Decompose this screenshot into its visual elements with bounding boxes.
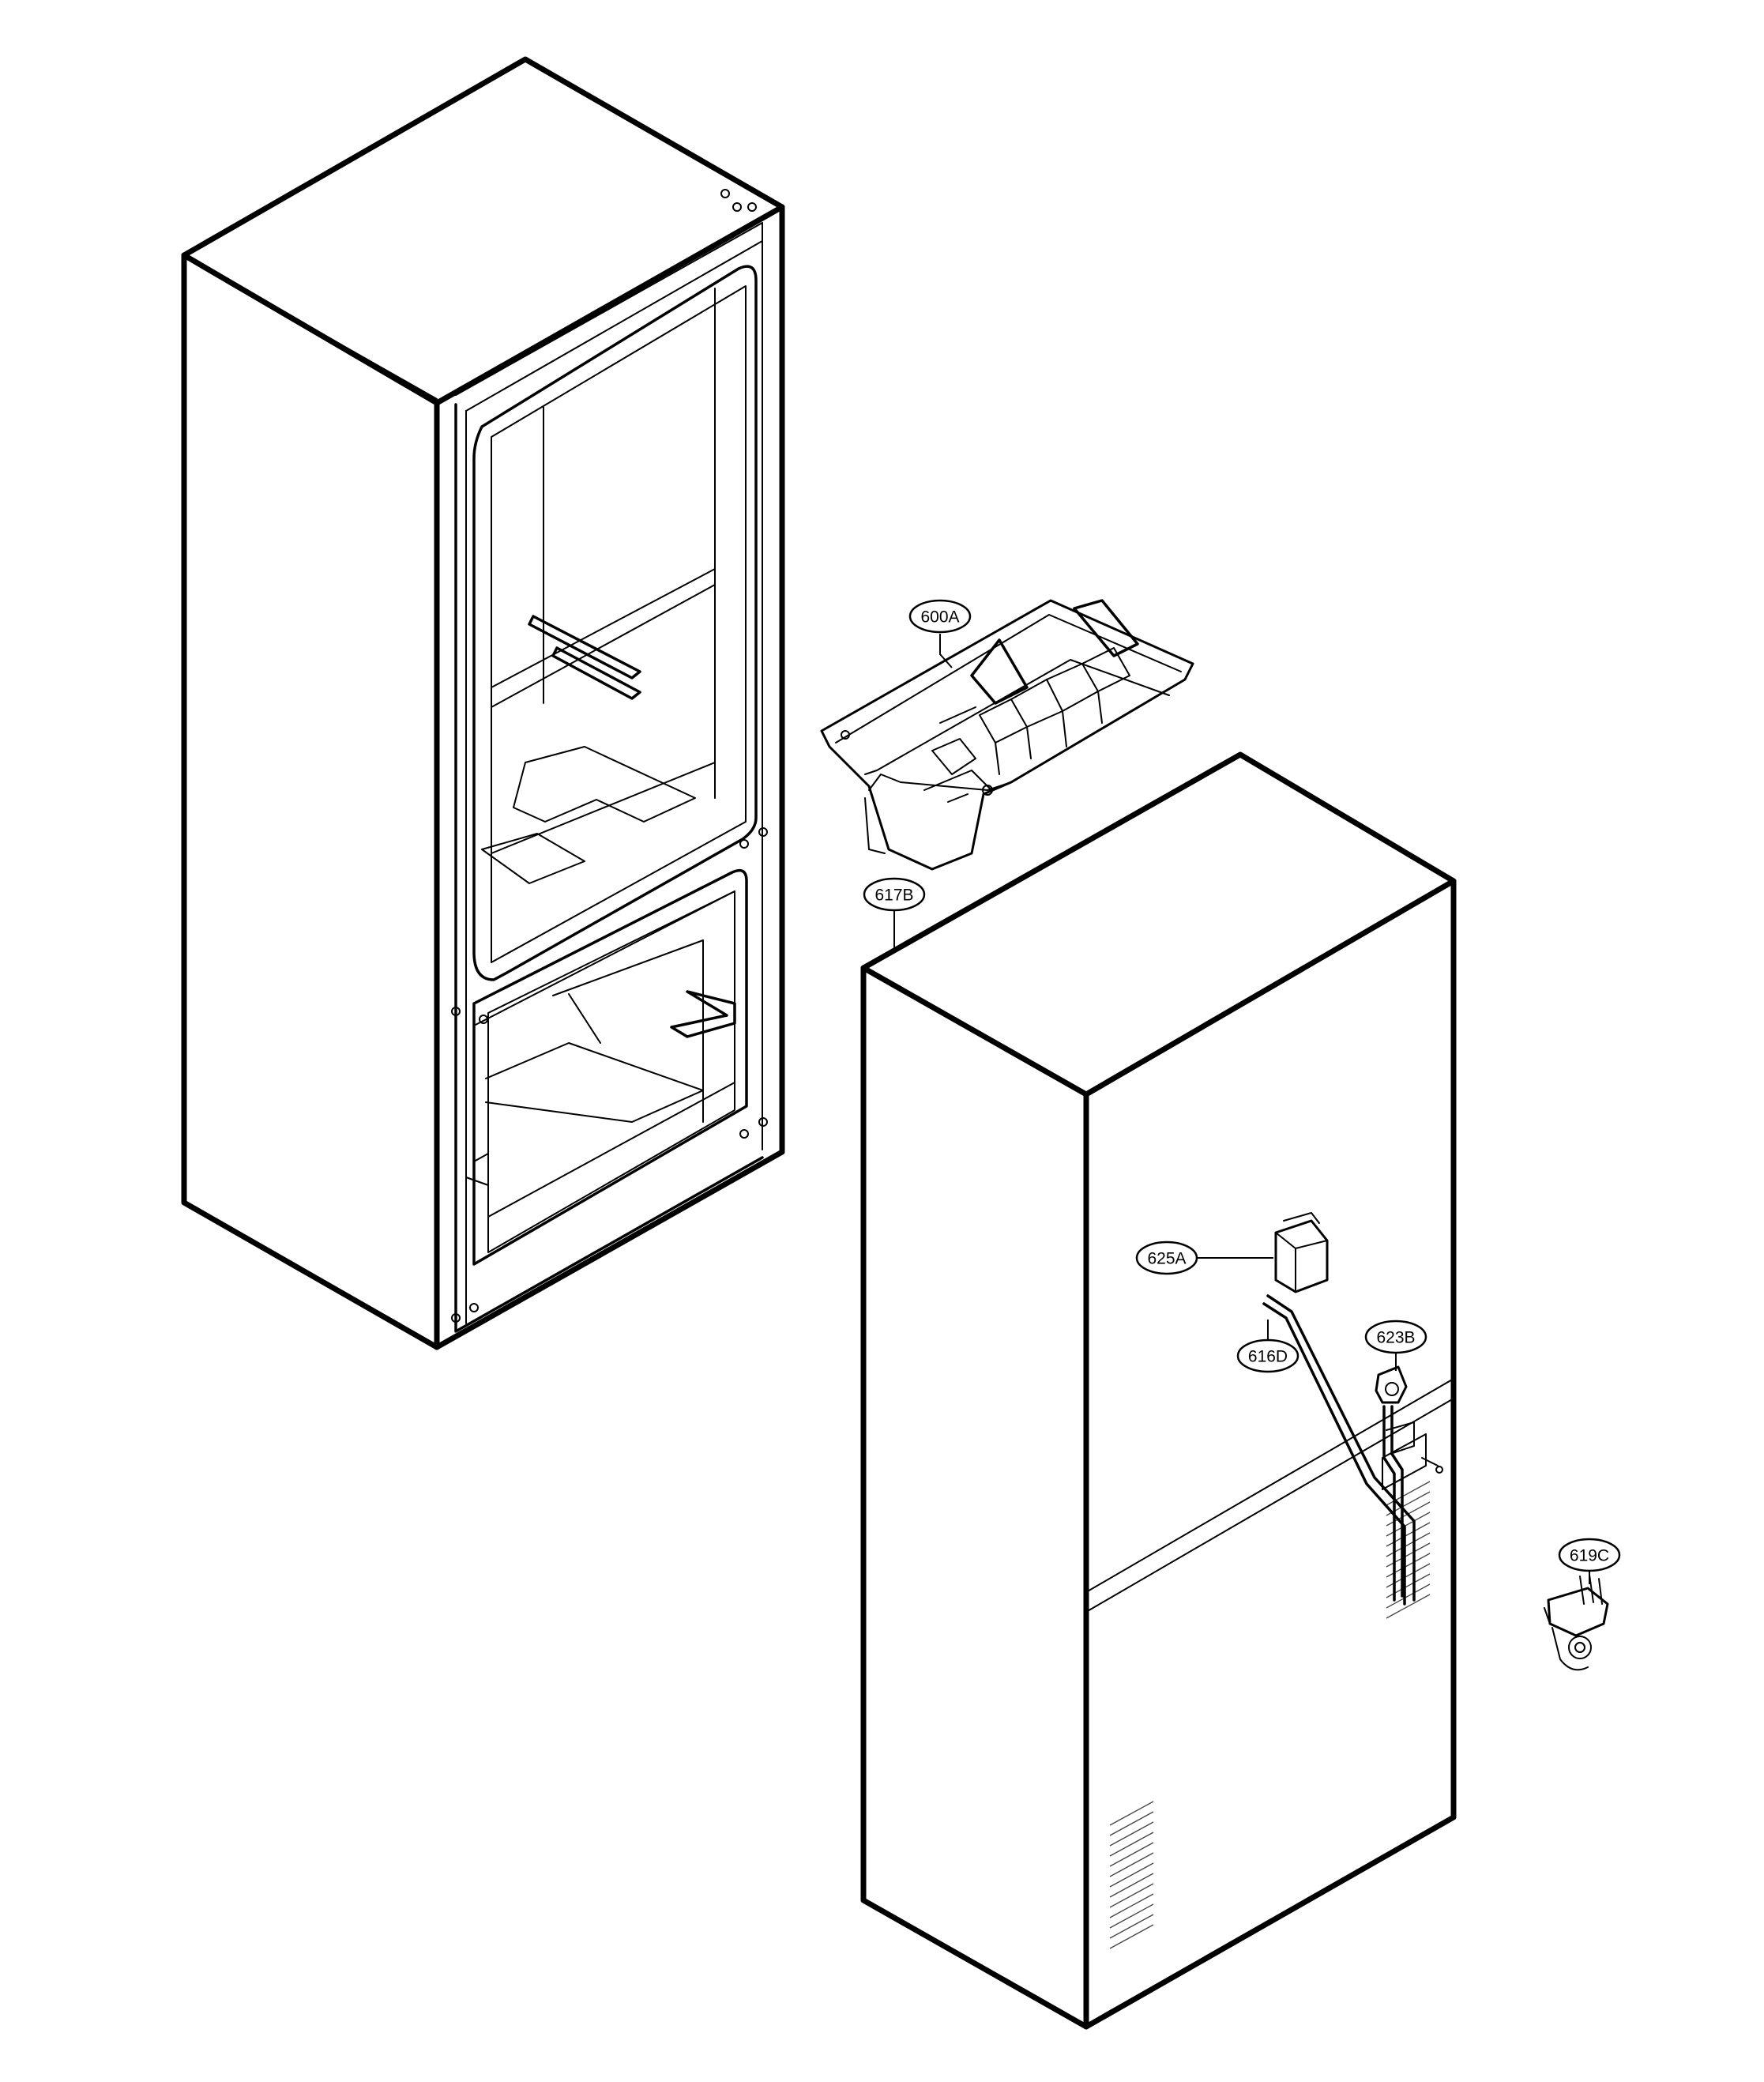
callout-619C: 619C — [1558, 1538, 1621, 1584]
callout-625A: 625A — [1135, 1241, 1273, 1275]
ice-bin-assembly — [820, 599, 1194, 871]
callout-label-600A: 600A — [920, 608, 959, 627]
part-625A-box — [1274, 1212, 1329, 1293]
callout-600A: 600A — [908, 599, 972, 668]
inner-liner-cabinet — [181, 56, 785, 1350]
outer-cabinet-rear — [860, 751, 1457, 2030]
callout-616D: 616D — [1236, 1320, 1299, 1373]
callout-label-625A: 625A — [1147, 1250, 1186, 1268]
callout-label-619C: 619C — [1570, 1547, 1609, 1565]
rear-vent-left — [1109, 1801, 1154, 1949]
part-623B-valve — [1375, 1365, 1443, 1602]
callout-label-616D: 616D — [1248, 1348, 1288, 1366]
callout-label-623B: 623B — [1376, 1329, 1415, 1347]
callout-617B: 617B — [863, 877, 926, 948]
part-619C-water-valve — [1544, 1574, 1609, 1671]
part-616D-tube — [1262, 1294, 1416, 1606]
callout-623B: 623B — [1364, 1320, 1427, 1371]
callout-label-617B: 617B — [874, 887, 913, 905]
